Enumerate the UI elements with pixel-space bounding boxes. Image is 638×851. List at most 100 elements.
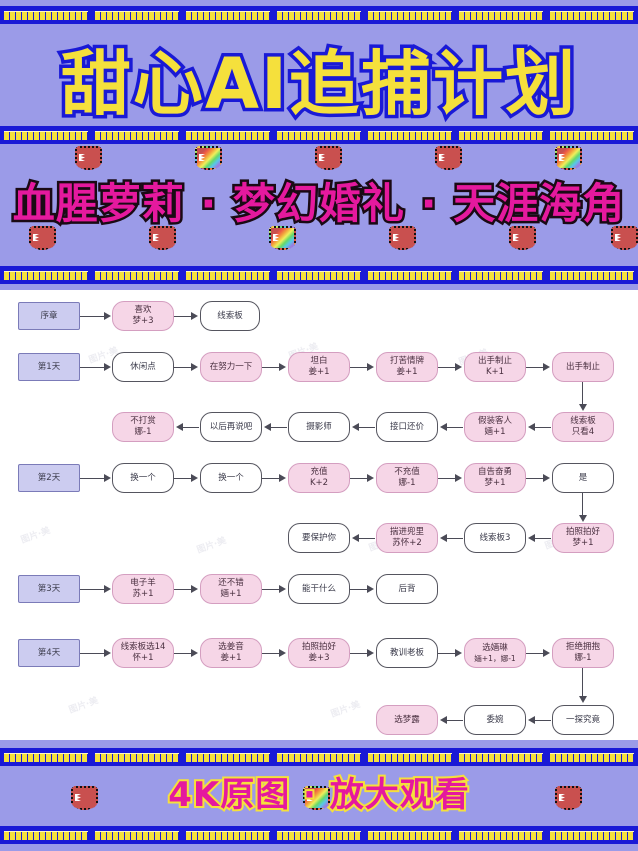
arrow-connector [174, 316, 192, 318]
node-prologue-2[interactable]: 线索板 [200, 301, 260, 331]
route-flowchart: 图片·美 图片·美 图片·美 图片·美 图片·美 图片·美 图片·美 图片·美 … [0, 290, 638, 740]
node-day4-4[interactable]: 教训老板 [376, 638, 438, 668]
node-day1-1[interactable]: 休闲点 [112, 352, 174, 382]
rainbow-heart-icon [266, 224, 300, 254]
arrow-connector [80, 478, 105, 480]
arrow-head [264, 423, 271, 431]
node-day2-4[interactable]: 不充值娜-1 [376, 463, 438, 493]
node-day4-7[interactable]: 一探究竟 [552, 705, 614, 735]
node-day3-4[interactable]: 后背 [376, 574, 438, 604]
arrow-head [104, 649, 111, 657]
node-day4-5[interactable]: 选婳琳婳+1，娜-1 [464, 638, 526, 668]
node-day4-8[interactable]: 委婉 [464, 705, 526, 735]
arrow-connector [350, 589, 368, 591]
arrow-head [191, 363, 198, 371]
node-day4-3[interactable]: 拍照拍好姜+3 [288, 638, 350, 668]
node-day1-7[interactable]: 线索板只看4 [552, 412, 614, 442]
node-day2-7[interactable]: 拍照拍好梦+1 [552, 523, 614, 553]
arrow-head [455, 363, 462, 371]
arrow-connector [262, 653, 280, 655]
heart-icon [68, 784, 102, 814]
arrow-head [528, 716, 535, 724]
arrow-connector [526, 478, 544, 480]
node-day1-12[interactable]: 不打赏娜-1 [112, 412, 174, 442]
arrow-head [455, 649, 462, 657]
arrow-head [104, 312, 111, 320]
node-day1-2[interactable]: 在努力一下 [200, 352, 262, 382]
arrow-connector [350, 367, 368, 369]
arrow-head [279, 474, 286, 482]
node-day2-10[interactable]: 要保护你 [288, 523, 350, 553]
node-day1-11[interactable]: 以后再说吧 [200, 412, 262, 442]
row-label-prologue[interactable]: 序章 [18, 302, 80, 330]
node-day2-2[interactable]: 换一个 [200, 463, 262, 493]
arrow-head [543, 363, 550, 371]
heart-icon [26, 224, 60, 254]
arrow-connector [174, 589, 192, 591]
arrow-connector [269, 427, 287, 429]
arrow-connector [80, 316, 105, 318]
arrow-head [440, 534, 447, 542]
node-day1-4[interactable]: 打苦情牌姜+1 [376, 352, 438, 382]
node-day2-8[interactable]: 线索板3 [464, 523, 526, 553]
arrow-head [367, 649, 374, 657]
watermark: 图片·美 [329, 700, 362, 720]
arrow-head [191, 649, 198, 657]
node-day2-5[interactable]: 自告奋勇梦+1 [464, 463, 526, 493]
node-day1-9[interactable]: 接口还价 [376, 412, 438, 442]
arrow-connector [445, 427, 463, 429]
arrow-connector [533, 720, 551, 722]
watermark: 图片·美 [67, 696, 100, 716]
arrow-connector [357, 427, 375, 429]
arrow-head [455, 474, 462, 482]
node-day4-6[interactable]: 拒绝拥抱娜-1 [552, 638, 614, 668]
arrow-head [279, 585, 286, 593]
node-day2-1[interactable]: 换一个 [112, 463, 174, 493]
arrow-connector [445, 538, 463, 540]
arrow-head [579, 404, 587, 411]
row-label-day1[interactable]: 第1天 [18, 353, 80, 381]
arrow-head [367, 363, 374, 371]
node-day3-3[interactable]: 能干什么 [288, 574, 350, 604]
arrow-connector [350, 478, 368, 480]
row-label-day2[interactable]: 第2天 [18, 464, 80, 492]
arrow-connector [445, 720, 463, 722]
arrow-head [191, 312, 198, 320]
arrow-head [528, 534, 535, 542]
footer-heart-row [0, 784, 638, 824]
heart-row-upper [0, 144, 638, 184]
arrow-head [367, 474, 374, 482]
node-day4-9[interactable]: 选梦露 [376, 705, 438, 735]
node-day2-6[interactable]: 是 [552, 463, 614, 493]
node-day1-6[interactable]: 出手制止 [552, 352, 614, 382]
node-day2-9[interactable]: 揣进兜里苏怀+2 [376, 523, 438, 553]
node-day3-1[interactable]: 电子羊苏+1 [112, 574, 174, 604]
node-day1-10[interactable]: 摄影师 [288, 412, 350, 442]
heart-icon [552, 784, 586, 814]
arrow-connector [526, 653, 544, 655]
arrow-head [279, 649, 286, 657]
arrow-connector [350, 653, 368, 655]
node-day1-3[interactable]: 坦白姜+1 [288, 352, 350, 382]
node-prologue-1[interactable]: 喜欢梦+3 [112, 301, 174, 331]
arrow-connector [174, 653, 192, 655]
arrow-head [579, 515, 587, 522]
arrow-connector [181, 427, 199, 429]
arrow-connector [357, 538, 375, 540]
pixel-bar-mid [0, 126, 638, 144]
arrow-connector [262, 589, 280, 591]
node-day3-2[interactable]: 还不错婳+1 [200, 574, 262, 604]
node-day4-2[interactable]: 选姜音姜+1 [200, 638, 262, 668]
arrow-head [352, 423, 359, 431]
arrow-connector [582, 382, 584, 406]
arrow-head [367, 585, 374, 593]
arrow-head [104, 474, 111, 482]
arrow-connector [438, 367, 456, 369]
node-day1-8[interactable]: 假装客人婳+1 [464, 412, 526, 442]
row-label-day4[interactable]: 第4天 [18, 639, 80, 667]
row-label-day3[interactable]: 第3天 [18, 575, 80, 603]
